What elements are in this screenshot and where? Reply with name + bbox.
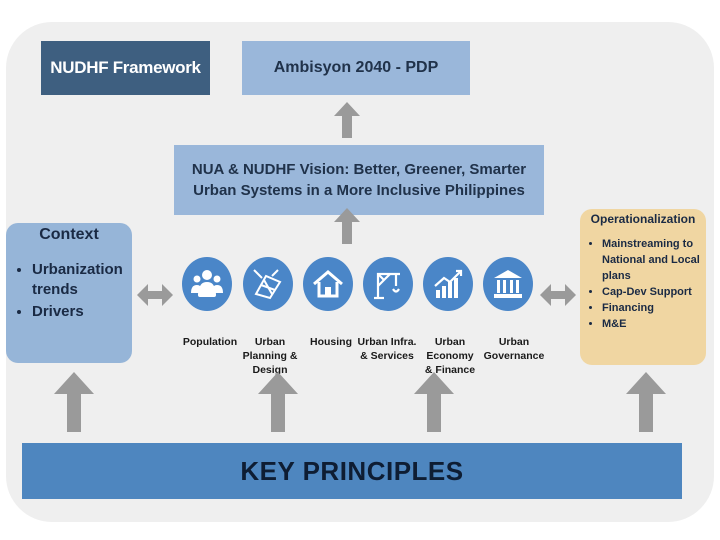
operationalization-item: M&E (602, 316, 706, 332)
operationalization-box: Operationalization Mainstreaming to Nati… (580, 209, 706, 365)
context-item: Urbanization trends (32, 260, 132, 300)
sector-label: Housing (310, 336, 352, 348)
up-arrow-icon (334, 208, 360, 244)
sector-label: Urban Economy & Finance (424, 336, 476, 376)
up-arrow-icon (54, 372, 94, 432)
up-arrow-icon (258, 372, 298, 432)
nudhf-framework-label: NUDHF Framework (50, 58, 201, 77)
nudhf-framework-box: NUDHF Framework (41, 41, 210, 95)
urban-planning-icon (243, 257, 293, 311)
operationalization-item: Financing (602, 300, 706, 316)
key-principles-bar: KEY PRINCIPLES (22, 443, 682, 499)
context-box: Context Urbanization trends Drivers (6, 223, 132, 363)
context-title: Context (39, 226, 99, 243)
housing-icon (303, 257, 353, 311)
up-arrow-icon (334, 102, 360, 138)
sector-label: Urban Governance (483, 336, 545, 362)
vision-box: NUA & NUDHF Vision: Better, Greener, Sma… (174, 145, 544, 215)
operationalization-title: Operationalization (590, 212, 696, 226)
sector-label: Population (182, 336, 238, 348)
operationalization-item: Cap-Dev Support (602, 284, 706, 300)
up-arrow-icon (626, 372, 666, 432)
sector-label: Urban Infra. & Services (357, 336, 417, 362)
economy-chart-icon (423, 257, 473, 311)
double-arrow-icon (137, 284, 173, 306)
vision-line-2: Urban Systems in a More Inclusive Philip… (193, 182, 525, 199)
context-item: Drivers (32, 302, 132, 322)
up-arrow-icon (414, 372, 454, 432)
crane-icon (363, 257, 413, 311)
population-icon (182, 257, 232, 311)
ambisyon-label: Ambisyon 2040 - PDP (273, 59, 439, 76)
double-arrow-icon (540, 284, 576, 306)
operationalization-list: Mainstreaming to National and Local plan… (580, 236, 706, 332)
vision-line-1: NUA & NUDHF Vision: Better, Greener, Sma… (191, 161, 527, 178)
context-list: Urbanization trends Drivers (6, 260, 132, 322)
operationalization-item: Mainstreaming to National and Local plan… (602, 236, 706, 284)
ambisyon-box: Ambisyon 2040 - PDP (242, 41, 470, 95)
governance-building-icon (483, 257, 533, 311)
key-principles-label: KEY PRINCIPLES (240, 455, 464, 486)
